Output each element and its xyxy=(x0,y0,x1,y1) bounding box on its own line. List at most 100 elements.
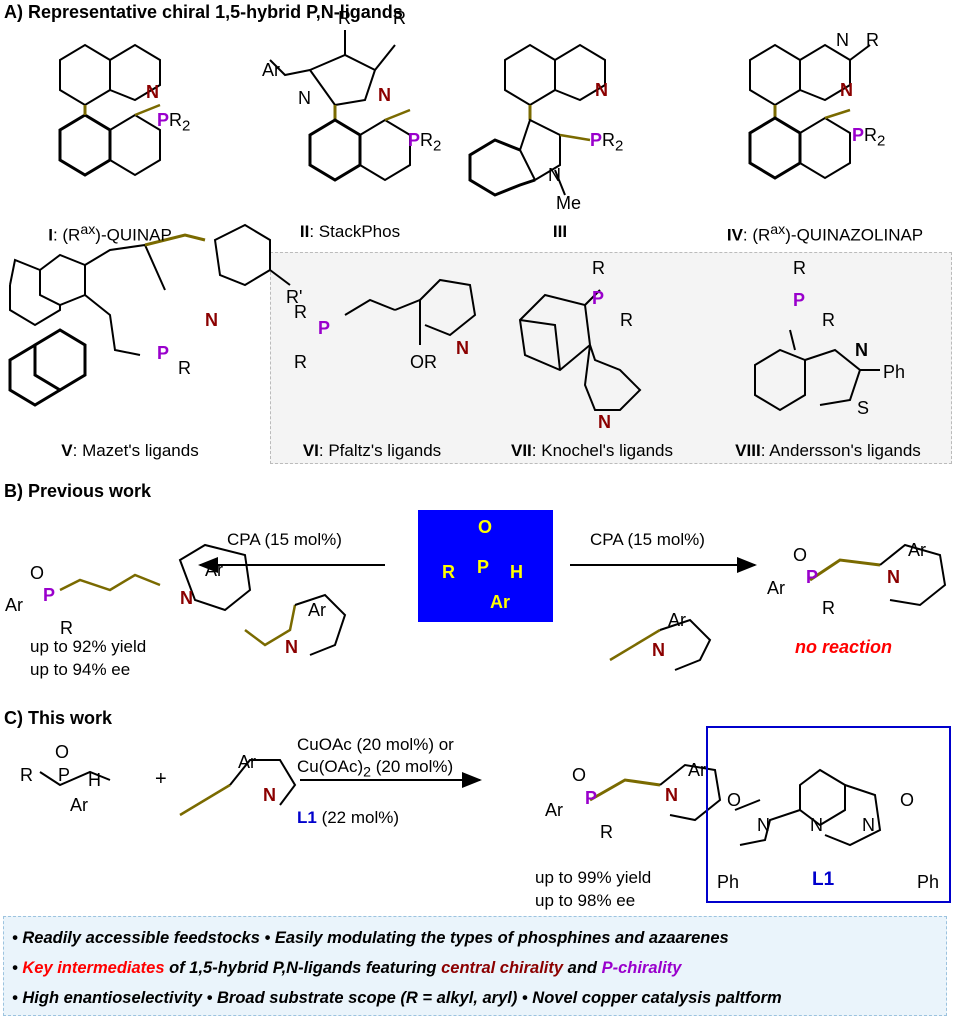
atom-r-prime: R' xyxy=(286,287,303,307)
b-right-product xyxy=(809,543,947,607)
c-condition-2: Cu(OAc)2 (20 mol%) xyxy=(297,757,454,781)
atom-p: P xyxy=(477,557,490,577)
atom-o: O xyxy=(793,545,808,565)
atom-pr2: PR2 xyxy=(408,130,442,155)
atom-ar: Ar xyxy=(262,60,280,80)
atom-p: P xyxy=(793,290,806,310)
l1-ligand-structure xyxy=(734,768,882,847)
atom-n: N xyxy=(378,85,391,105)
atom-p: P xyxy=(592,288,605,308)
atom-n: N xyxy=(836,30,849,50)
ligand-VI-structure xyxy=(344,278,477,345)
atom-r: R xyxy=(600,822,613,842)
ligand-label-VI: VI: Pfaltz's ligands xyxy=(302,441,442,460)
atom-n: N xyxy=(862,815,875,835)
atom-n: N xyxy=(205,310,218,330)
feature-line-1: • Readily accessible feedstocks • Easily… xyxy=(12,929,729,947)
ligand-IV-structure xyxy=(748,43,871,180)
feature-line-2: • Key intermediates of 1,5-hybrid P,N-li… xyxy=(12,959,682,977)
ligand-label-VIII: VIII: Andersson's ligands xyxy=(735,441,921,460)
l1-label: L1 xyxy=(812,869,835,890)
ligand-VII-structure xyxy=(518,289,642,411)
atom-n: N xyxy=(298,88,311,108)
section-b-title: B) Previous work xyxy=(4,481,152,501)
atom-o: O xyxy=(30,563,45,583)
atom-r: R xyxy=(294,352,307,372)
atom-ph: Ph xyxy=(917,872,940,892)
atom-ar: Ar xyxy=(308,600,326,620)
atom-h: H xyxy=(510,562,523,582)
atom-n: N xyxy=(456,338,469,358)
ligand-group-box xyxy=(270,252,952,464)
atom-ar: Ar xyxy=(767,578,785,598)
ligand-I-structure xyxy=(58,43,161,177)
atom-o: O xyxy=(55,742,70,762)
ligand-label-I: I: (Rax)-QUINAP xyxy=(48,222,172,245)
atom-n: N xyxy=(146,82,159,102)
atom-n: N xyxy=(887,567,900,587)
atom-n: N xyxy=(855,340,868,360)
atom-n: N xyxy=(595,80,608,100)
c-product xyxy=(589,763,722,822)
atom-n: N xyxy=(840,80,853,100)
atom-ar: Ar xyxy=(688,760,706,780)
ligand-III-structure xyxy=(468,43,606,197)
atom-or: OR xyxy=(410,352,437,372)
atom-n: N xyxy=(263,785,276,805)
atom-p: P xyxy=(43,585,56,605)
c-condition-1: CuOAc (20 mol%) or xyxy=(297,735,454,754)
no-reaction-text: no reaction xyxy=(795,637,893,657)
ligand-V-structure xyxy=(8,223,291,407)
atom-r: R xyxy=(592,258,605,278)
section-c-title: C) This work xyxy=(4,708,113,728)
atom-r: R xyxy=(822,310,835,330)
atom-r: R xyxy=(20,765,33,785)
atom-n: N xyxy=(757,815,770,835)
section-a-title: A) Representative chiral 1,5-hybrid P,N-… xyxy=(4,2,403,22)
ligand-label-III: III xyxy=(552,222,568,241)
atom-n: N xyxy=(548,165,561,185)
atom-n: N xyxy=(652,640,665,660)
ligand-label-II: II: StackPhos xyxy=(299,222,401,241)
atom-r: R xyxy=(178,358,191,378)
atom-ar: Ar xyxy=(70,795,88,815)
atom-pr2: PR2 xyxy=(157,110,191,135)
plus-sign: + xyxy=(155,768,167,790)
atom-ar: Ar xyxy=(545,800,563,820)
atom-n: N xyxy=(285,637,298,657)
b-ee: up to 94% ee xyxy=(30,660,131,679)
atom-r: R xyxy=(393,8,406,28)
atom-o: O xyxy=(572,765,587,785)
atom-pr2: PR2 xyxy=(852,125,886,150)
atom-r: R xyxy=(866,30,879,50)
feature-line-3: • High enantioselectivity • Broad substr… xyxy=(12,989,782,1007)
ligand-VIII-structure xyxy=(754,329,880,412)
l1-box xyxy=(706,726,951,903)
atom-ar: Ar xyxy=(238,752,256,772)
atom-n: N xyxy=(598,412,611,432)
atom-r: R xyxy=(822,598,835,618)
phosphine-oxide-box xyxy=(418,510,553,622)
atom-o: O xyxy=(478,517,493,537)
c-condition-3: L1 (22 mol%) xyxy=(297,808,400,827)
atom-ph: Ph xyxy=(883,362,906,382)
atom-ar: Ar xyxy=(5,595,23,615)
atom-r: R xyxy=(60,618,73,638)
atom-p: P xyxy=(318,318,331,338)
atom-ph: Ph xyxy=(717,872,740,892)
ligand-label-IV: IV: (Rax)-QUINAZOLINAP xyxy=(726,222,924,245)
c-yield: up to 99% yield xyxy=(535,868,652,887)
atom-n: N xyxy=(665,785,678,805)
atom-o: O xyxy=(727,790,742,810)
ligand-II-structure xyxy=(269,30,411,182)
atom-p: P xyxy=(806,567,819,587)
atom-r: R xyxy=(620,310,633,330)
atom-ar: Ar xyxy=(490,592,511,612)
b-left-condition: CPA (15 mol%) xyxy=(227,530,342,549)
b-right-condition: CPA (15 mol%) xyxy=(590,530,705,549)
atom-p: P xyxy=(585,788,598,808)
atom-ar: Ar xyxy=(908,540,926,560)
b-yield: up to 92% yield xyxy=(30,637,147,656)
atom-n: N xyxy=(180,588,193,608)
